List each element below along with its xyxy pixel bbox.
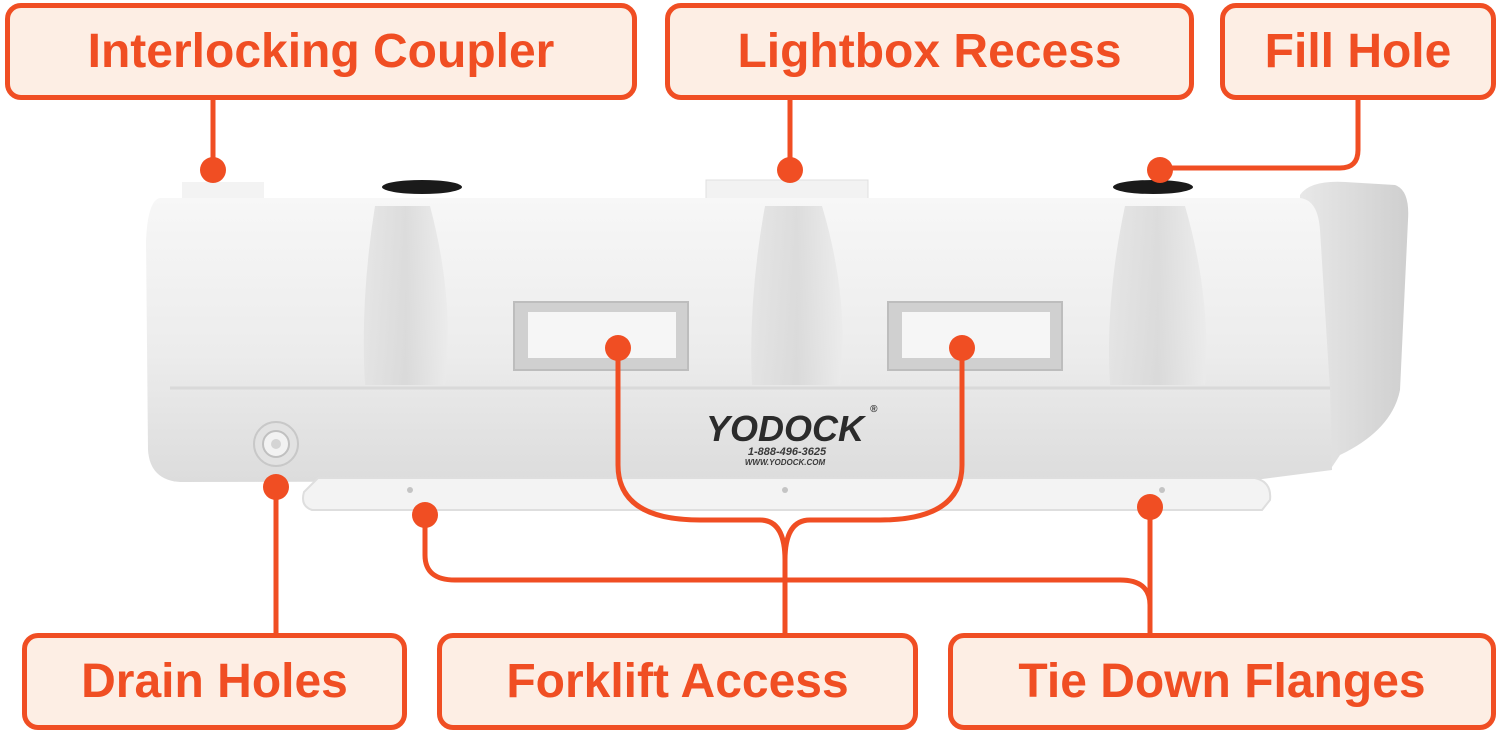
rib [1109,206,1207,385]
dot-drain [263,474,289,500]
fill-hole-cap [1113,180,1193,194]
label-interlocking-coupler: Interlocking Coupler [5,3,637,100]
dot-flange-left [412,502,438,528]
label-tie-down-flanges-text: Tie Down Flanges [1018,655,1426,708]
leader-forklift-access [615,345,965,636]
label-fill-hole-text: Fill Hole [1264,25,1452,78]
dot-coupler [200,157,226,183]
leader-dots [200,157,1173,528]
cap-left [382,180,462,194]
barrier-body [146,179,1409,511]
brand-website: WWW.YODOCK.COM [745,458,826,467]
leader-lines [210,97,1361,636]
label-interlocking-coupler-text: Interlocking Coupler [87,25,555,78]
label-lightbox-recess-text: Lightbox Recess [737,25,1122,78]
leader-fill-hole [1157,97,1361,171]
label-forklift-access-text: Forklift Access [506,655,849,708]
drain-plug [253,421,299,467]
dot-forklift-right [949,335,975,361]
coupler-block [182,182,264,202]
forklift-slot-left [513,301,689,371]
label-drain-holes: Drain Holes [22,633,407,730]
dot-lightbox [777,157,803,183]
leader-tie-down-flanges [422,504,1153,636]
dot-forklift-left [605,335,631,361]
label-forklift-access: Forklift Access [437,633,918,730]
rib [363,206,448,385]
registered-mark: ® [870,404,878,415]
dot-fill-hole [1147,157,1173,183]
dot-flange-right [1137,494,1163,520]
tie-down-flange [302,477,1272,511]
label-fill-hole: Fill Hole [1220,3,1496,100]
forklift-slot-right [887,301,1063,371]
brand-phone: 1-888-496-3625 [748,446,827,458]
label-tie-down-flanges: Tie Down Flanges [948,633,1496,730]
brand-logo: YODOCK [706,408,867,449]
label-lightbox-recess: Lightbox Recess [665,3,1194,100]
rib [751,206,843,385]
label-drain-holes-text: Drain Holes [81,655,348,708]
